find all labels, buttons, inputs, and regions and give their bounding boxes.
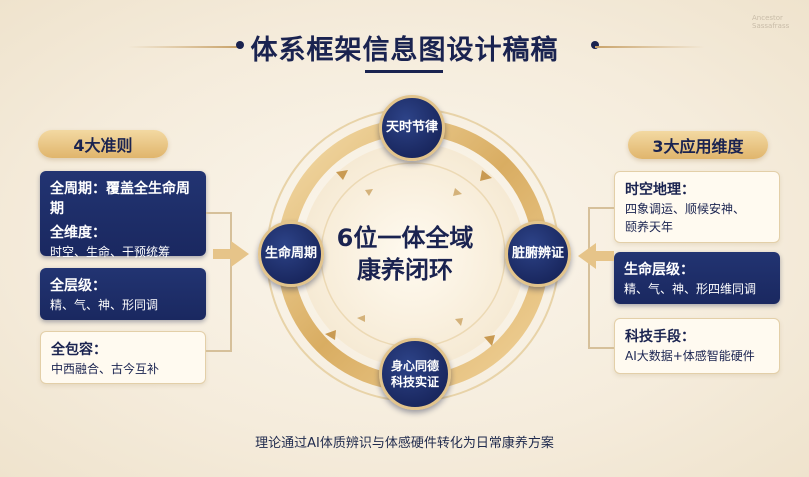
dimension-card-geography: 时空地理： 四象调运、顺候安神、 颐养天年 — [614, 171, 780, 243]
node-label: 生命周期 — [264, 246, 317, 261]
card-heading: 生命层级： — [624, 262, 694, 278]
card-text: 四象调运、顺候安神、 — [625, 202, 746, 216]
dimension-card-life-levels: 生命层级： 精、气、神、形四维同调 — [614, 252, 780, 304]
principle-card-inclusive: 全包容： 中西融合、古今互补 — [40, 331, 206, 384]
node-label: 身心同德 — [390, 359, 439, 373]
title-divider-right — [595, 46, 705, 48]
node-celestial-rhythm: 天时节律 — [379, 95, 445, 161]
node-label: 脏腑辨证 — [511, 246, 564, 261]
card-text: AI大数据+体感智能硬件 — [625, 349, 755, 363]
right-arrow-icon — [213, 241, 249, 267]
card-heading: 全维度： — [50, 225, 106, 241]
left-bracket — [206, 212, 232, 352]
card-heading: 科技手段： — [625, 329, 695, 345]
center-line-2: 康养闭环 — [357, 256, 453, 284]
dimension-card-technology: 科技手段： AI大数据+体感智能硬件 — [614, 318, 780, 374]
footer-caption: 理论通过AI体质辨识与体感硬件转化为日常康养方案 — [255, 436, 554, 451]
principles-pill: 4大准则 — [38, 130, 168, 158]
card-text: 颐养天年 — [625, 220, 674, 234]
card-heading: 全包容： — [51, 342, 107, 358]
title-bullet-right — [591, 41, 599, 49]
title-bar: 体系框架信息图设计稿稿 — [0, 22, 809, 73]
principle-card-levels: 全层级： 精、气、神、形同调 — [40, 268, 206, 320]
card-text: 精、气、神、形四维同调 — [624, 282, 757, 296]
card-heading: 全周期：覆盖全生命周期 — [50, 181, 190, 217]
principle-card-lifecycle: 全周期：覆盖全生命周期 全维度： 时空、生命、干预统筹 — [40, 171, 206, 259]
page-title: 体系框架信息图设计稿稿 — [250, 35, 559, 66]
node-label: 科技实证 — [390, 375, 439, 389]
center-caption: 6位一体全域 康养闭环 — [330, 222, 480, 286]
center-line-1: 6位一体全域 — [336, 224, 474, 252]
card-text: 时空、生命、干预统筹 — [50, 245, 171, 259]
card-heading: 时空地理： — [625, 182, 695, 198]
left-arrow-icon — [578, 243, 614, 269]
node-mind-body-tech: 身心同德 科技实证 — [379, 338, 451, 410]
card-text: 精、气、神、形同调 — [50, 298, 159, 312]
card-text: 中西融合、古今互补 — [51, 362, 160, 376]
node-life-cycle: 生命周期 — [258, 221, 324, 287]
right-bracket — [588, 207, 614, 349]
title-bullet-left — [236, 41, 244, 49]
dimensions-pill: 3大应用维度 — [628, 131, 768, 159]
card-heading: 全层级： — [50, 278, 106, 294]
node-label: 天时节律 — [385, 120, 438, 135]
title-divider-left — [128, 46, 238, 48]
brand-watermark: Ancestor Sassafrass — [752, 14, 790, 30]
node-organ-syndrome: 脏腑辨证 — [505, 221, 571, 287]
title-underline — [365, 70, 443, 73]
